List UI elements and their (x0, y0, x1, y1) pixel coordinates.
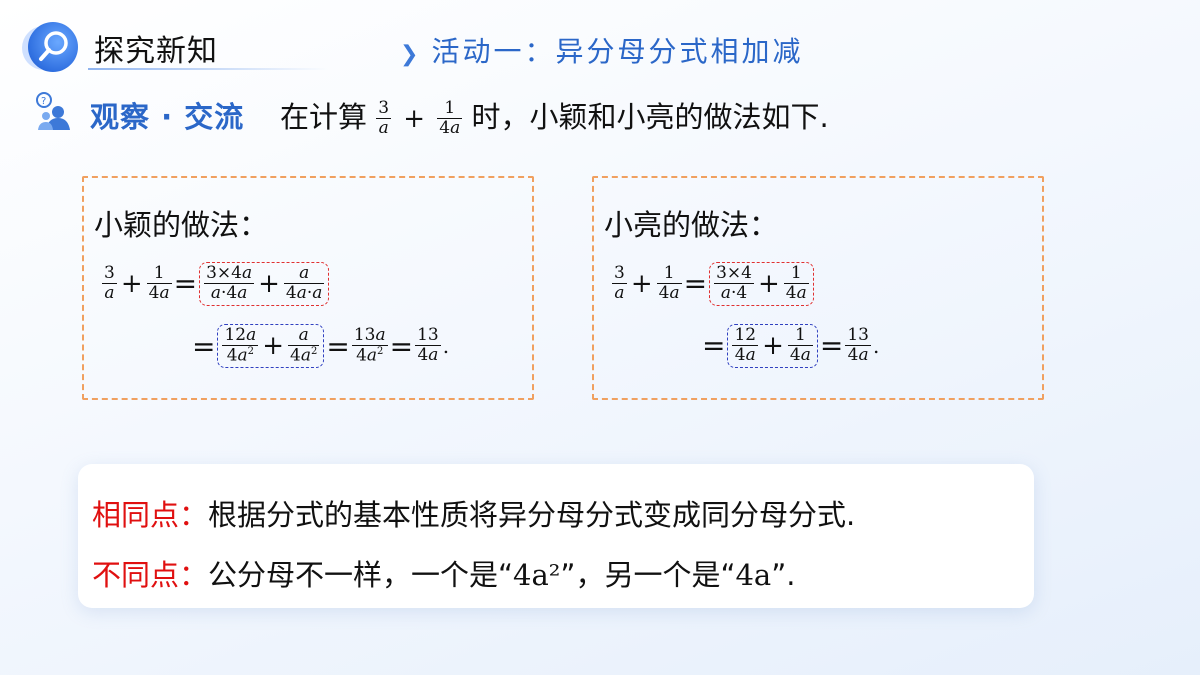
xiaoliang-title: 小亮的做法： (604, 208, 779, 242)
activity-title: ❯ 活动一：异分母分式相加减 (400, 30, 803, 70)
xiaoying-title: 小颖的做法： (94, 208, 269, 242)
similarity-label: 相同点： (92, 498, 209, 532)
intro-text-after: 时，小颖和小亮的做法如下. (471, 100, 829, 134)
summary-card: 相同点：根据分式的基本性质将异分母分式变成同分母分式. 不同点：公分母不一样，一… (78, 464, 1034, 608)
difference-expr-1: 4a² (513, 558, 561, 592)
discussion-icon: ? (36, 92, 70, 130)
magnifier-icon (22, 22, 78, 72)
similarity-row: 相同点：根据分式的基本性质将异分母分式变成同分母分式. (92, 492, 855, 534)
activity-label: 活动一：异分母分式相加减 (431, 35, 804, 68)
difference-text-3: ”. (771, 558, 796, 592)
chevron-right-icon: ❯ (400, 42, 422, 67)
header-divider (88, 68, 328, 70)
section-header: 探究新知 (22, 22, 328, 72)
observe-label: 观察 · 交流 (90, 100, 245, 134)
section-title: 探究新知 (94, 34, 218, 69)
difference-text-1: 公分母不一样，一个是“ (208, 558, 514, 592)
difference-text-2: ”，另一个是“ (560, 558, 736, 592)
plus-sign: + (403, 104, 426, 134)
difference-expr-2: 4a (735, 558, 772, 592)
svg-text:?: ? (41, 96, 46, 107)
difference-row: 不同点：公分母不一样，一个是“4a²”，另一个是“4a”. (92, 552, 795, 594)
intro-text-before: 在计算 (280, 100, 368, 134)
similarity-text: 根据分式的基本性质将异分母分式变成同分母分式. (208, 498, 856, 532)
difference-label: 不同点： (92, 558, 209, 592)
